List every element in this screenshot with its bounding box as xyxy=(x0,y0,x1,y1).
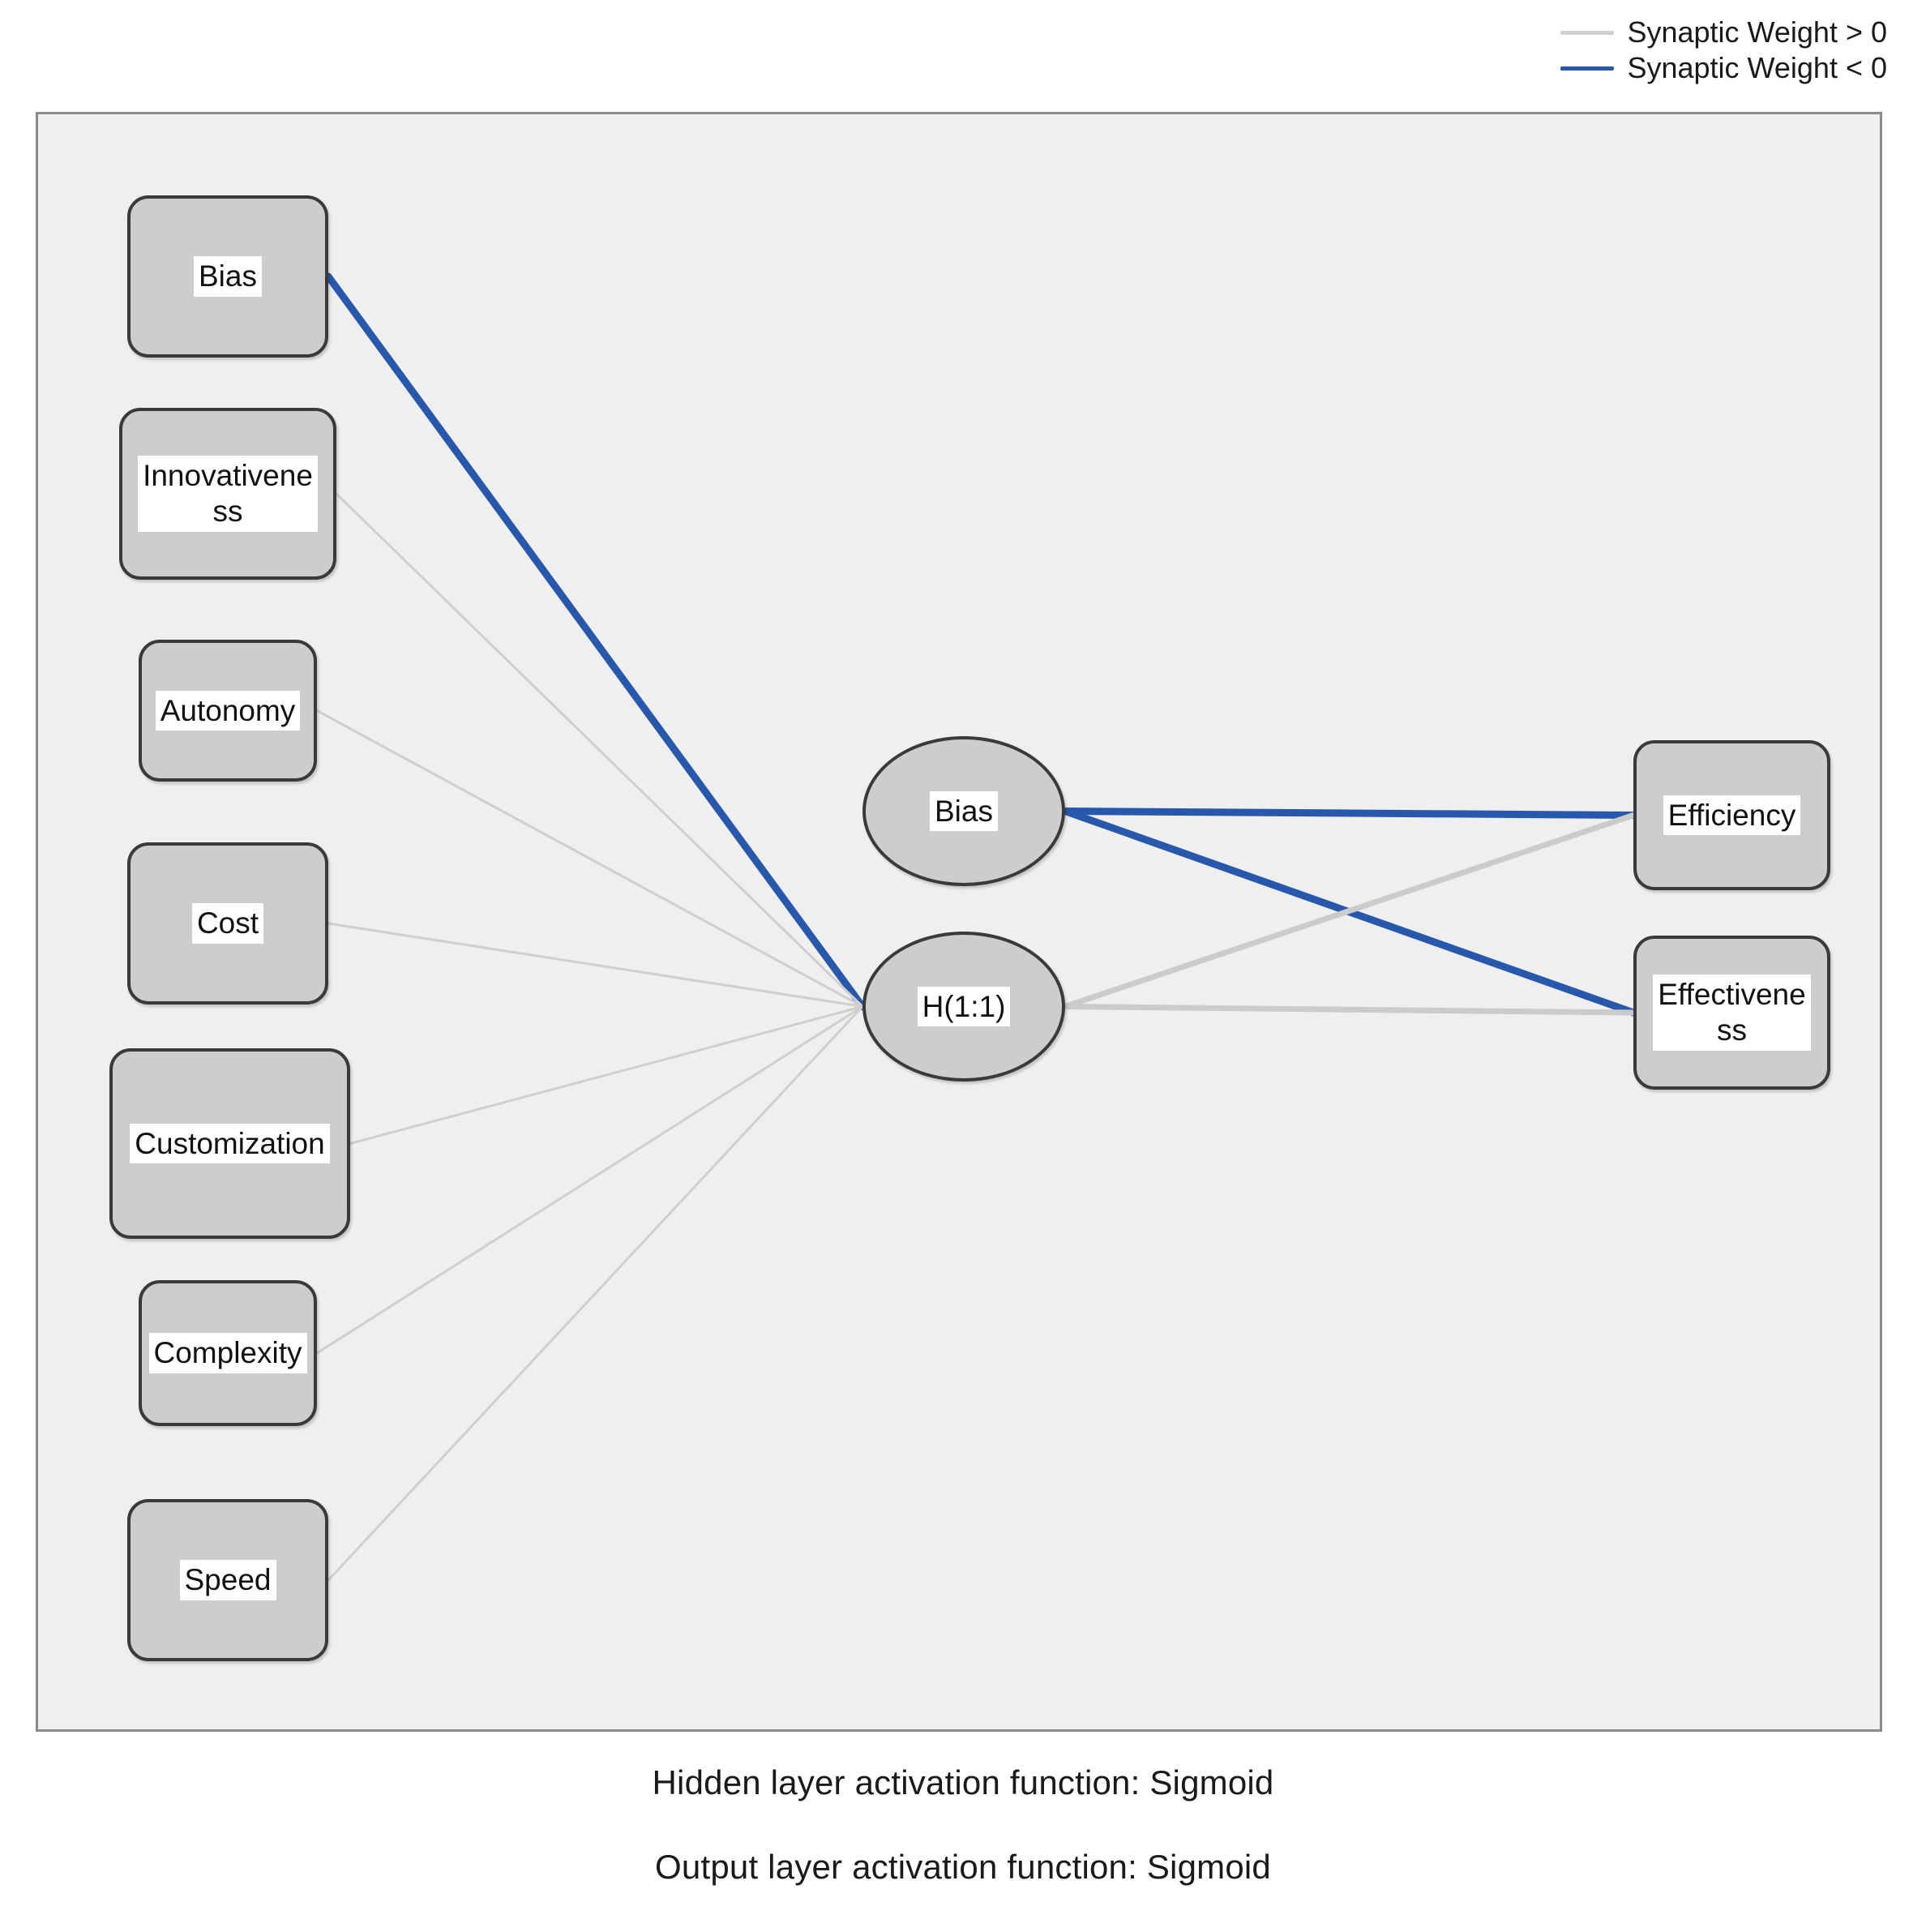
synapse-hid-h11-to-out-efficiency xyxy=(1062,812,1637,1009)
synapse-in-autonomy-to-hid-h11 xyxy=(315,709,864,1008)
synapse-in-speed-to-hid-h11 xyxy=(327,1005,864,1582)
synapse-in-innovativeness-to-hid-h11 xyxy=(335,492,864,1008)
node-label: Cost xyxy=(191,903,264,944)
node-label: H(1:1) xyxy=(917,986,1011,1027)
synapse-in-customization-to-hid-h11 xyxy=(349,1005,864,1145)
synapse-in-complexity-to-hid-h11 xyxy=(315,1005,864,1355)
network-node-in-customization[interactable]: Customization xyxy=(109,1048,350,1239)
network-node-out-efficiency[interactable]: Efficiency xyxy=(1633,740,1830,890)
legend: Synaptic Weight > 0 Synaptic Weight < 0 xyxy=(1560,18,1887,83)
legend-label-positive: Synaptic Weight > 0 xyxy=(1627,15,1887,49)
synapse-in-cost-to-hid-h11 xyxy=(327,922,864,1008)
activation-function-notes: Hidden layer activation function: Sigmoi… xyxy=(0,1763,1926,1932)
node-label: Speed xyxy=(179,1560,276,1600)
synaptic-edges-layer xyxy=(315,272,1637,1582)
network-node-out-effectiveness[interactable]: Effectivene ss xyxy=(1633,936,1830,1090)
node-label: Innovativene ss xyxy=(138,456,318,532)
network-node-in-autonomy[interactable]: Autonomy xyxy=(139,640,317,782)
node-label: Effectivene ss xyxy=(1653,975,1811,1051)
network-node-in-cost[interactable]: Cost xyxy=(127,842,328,1005)
line-swatch-positive-icon xyxy=(1560,30,1615,35)
hidden-activation-note: Hidden layer activation function: Sigmoi… xyxy=(652,1763,1274,1801)
output-activation-note: Output layer activation function: Sigmoi… xyxy=(655,1848,1271,1886)
network-node-in-bias[interactable]: Bias xyxy=(127,195,328,358)
synapse-in-bias-to-hid-h11 xyxy=(324,272,867,1010)
synapse-hid-h11-to-out-effectiveness xyxy=(1062,1004,1637,1016)
node-label: Efficiency xyxy=(1663,795,1801,836)
network-node-in-innovativeness[interactable]: Innovativene ss xyxy=(119,408,336,580)
network-node-hid-bias[interactable]: Bias xyxy=(862,736,1065,886)
line-swatch-negative-icon xyxy=(1560,66,1615,71)
node-label: Complexity xyxy=(148,1333,307,1373)
network-node-in-speed[interactable]: Speed xyxy=(127,1499,328,1661)
legend-item-positive: Synaptic Weight > 0 xyxy=(1560,18,1887,47)
node-label: Autonomy xyxy=(155,690,301,731)
node-label: Bias xyxy=(930,790,998,832)
legend-item-negative: Synaptic Weight < 0 xyxy=(1560,54,1887,83)
synapse-hid-bias-to-out-efficiency xyxy=(1061,807,1637,819)
network-node-hid-h11[interactable]: H(1:1) xyxy=(862,932,1065,1082)
network-node-in-complexity[interactable]: Complexity xyxy=(139,1280,317,1426)
node-label: Bias xyxy=(194,256,262,297)
legend-label-negative: Synaptic Weight < 0 xyxy=(1627,51,1887,84)
node-label: Customization xyxy=(130,1123,330,1164)
